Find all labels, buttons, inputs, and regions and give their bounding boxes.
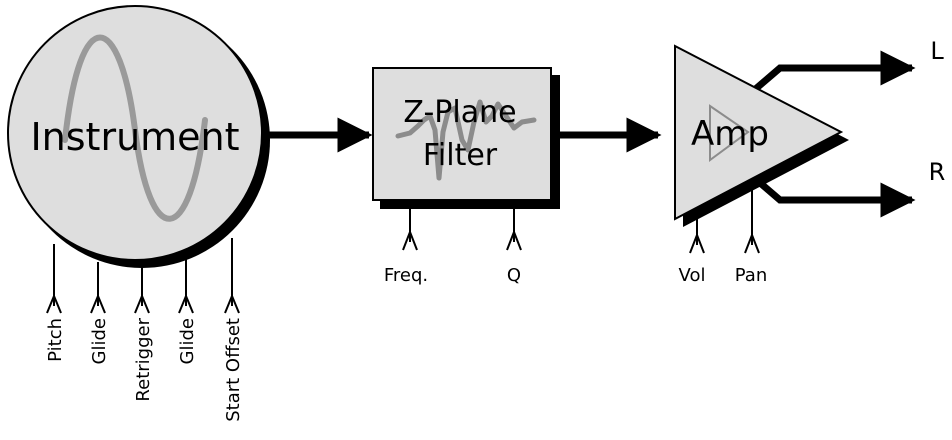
input-connector-icon	[744, 234, 760, 254]
instrument-input-lines	[46, 238, 240, 314]
input-connector-icon	[506, 231, 522, 251]
instrument-block: Instrument	[7, 5, 270, 268]
output-label-left: L	[930, 37, 944, 65]
input-connector-icon	[402, 231, 418, 251]
instrument-input-retrigger: Retrigger	[133, 317, 154, 401]
filter-label-line2: Filter	[423, 138, 498, 173]
output-line-right	[749, 173, 916, 218]
filter-block: Z-Plane Filter	[372, 67, 560, 209]
input-connector-icon	[689, 234, 705, 254]
instrument-input-pitch: Pitch	[45, 318, 66, 362]
instrument-input-glide-2: Glide	[177, 318, 198, 364]
filter-label-line1: Z-Plane	[403, 95, 516, 130]
amp-block: Amp	[674, 44, 849, 227]
input-connector-icon	[224, 295, 240, 314]
input-connector-icon	[134, 295, 150, 314]
input-connector-icon	[90, 295, 106, 314]
instrument-input-start-offset: Start Offset	[223, 318, 244, 422]
amp-triangle	[674, 44, 844, 221]
filter-input-lines	[402, 206, 522, 251]
amp-input-pan: Pan	[735, 265, 767, 286]
input-connector-icon	[178, 295, 194, 314]
output-line-left	[749, 50, 916, 95]
amp-input-lines	[689, 180, 760, 254]
amp-input-vol: Vol	[679, 265, 706, 286]
filter-response-icon	[395, 99, 537, 181]
sine-wave-icon	[62, 34, 208, 222]
output-label-right: R	[929, 158, 946, 186]
instrument-input-glide: Glide	[89, 318, 110, 364]
input-connector-icon	[46, 295, 62, 314]
filter-input-freq: Freq.	[384, 265, 428, 286]
amp-label: Amp	[691, 114, 769, 154]
amp-inner-triangle-icon	[709, 104, 750, 162]
instrument-label: Instrument	[30, 115, 239, 159]
filter-input-q: Q	[507, 265, 521, 286]
